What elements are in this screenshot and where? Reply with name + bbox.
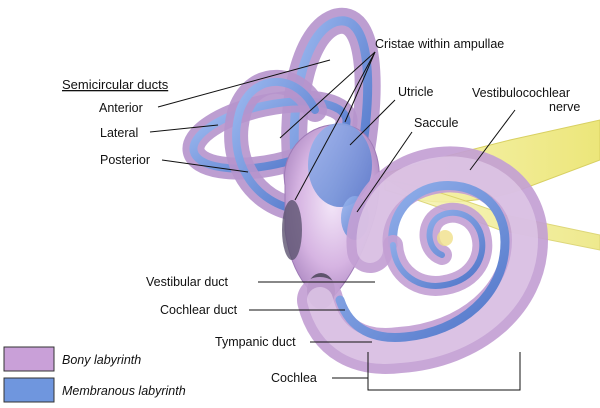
utricle — [308, 123, 372, 207]
label-tympanic-duct: Tympanic duct — [215, 335, 296, 349]
legend-label-bony: Bony labyrinth — [62, 353, 141, 367]
label-utricle: Utricle — [398, 85, 433, 99]
label-vestibular-duct: Vestibular duct — [146, 275, 229, 289]
label-saccule: Saccule — [414, 116, 459, 130]
legend-swatch-bony — [3, 346, 55, 372]
cochlea — [297, 146, 549, 374]
label-cochlear-duct: Cochlear duct — [160, 303, 238, 317]
label-anterior: Anterior — [99, 101, 143, 115]
label-nerve-line1: Vestibulocochlear — [472, 86, 570, 100]
legend-swatch-membranous — [3, 377, 55, 403]
label-cochlea: Cochlea — [271, 371, 317, 385]
leader-lines — [149, 51, 521, 391]
label-cristae: Cristae within ampullae — [375, 37, 504, 51]
legend-label-membranous: Membranous labyrinth — [62, 384, 186, 398]
oval-window — [282, 200, 302, 260]
label-lateral: Lateral — [100, 126, 138, 140]
label-posterior: Posterior — [100, 153, 150, 167]
label-semicircular-ducts: Semicircular ducts — [62, 77, 169, 92]
legend: Bony labyrinth Membranous labyrinth — [3, 346, 186, 403]
semicircular-canals — [182, 7, 381, 222]
label-nerve-line2: nerve — [549, 100, 580, 114]
